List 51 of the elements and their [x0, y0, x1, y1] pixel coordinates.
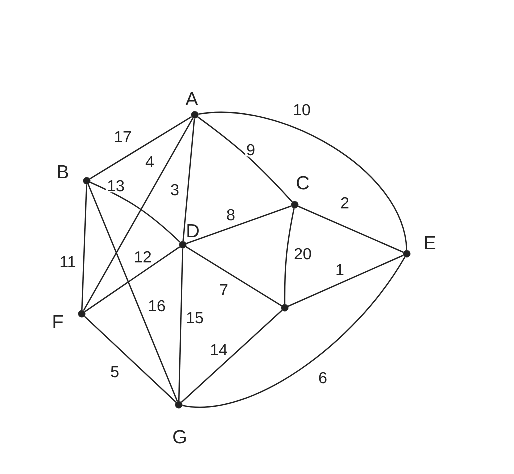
- vertex-dot: [78, 310, 86, 318]
- vertex-label: G: [174, 430, 186, 444]
- edge-label: 15: [185, 311, 205, 325]
- edge-line: [90, 182, 181, 243]
- vertex-label: B: [58, 165, 68, 179]
- edge-label: 4: [144, 156, 156, 168]
- edge-line: [84, 316, 177, 403]
- edge-label: 6: [318, 371, 328, 385]
- edge-label: 16: [147, 299, 167, 313]
- vertex-label: E: [425, 236, 436, 250]
- edge-label: 13: [106, 179, 126, 193]
- vertex-label: A: [186, 92, 198, 106]
- edge-label: 1: [334, 264, 346, 276]
- edge-line: [186, 206, 292, 244]
- vertex-dot: [281, 304, 289, 312]
- vertex-dot: [175, 401, 183, 409]
- edge-line: [288, 254, 404, 308]
- edge-line: [186, 246, 282, 307]
- vertex-dot: [179, 241, 187, 249]
- edge-line: [181, 310, 283, 403]
- edge-line: [82, 184, 88, 310]
- vertex-dot: [403, 250, 411, 258]
- vertex-label: D: [188, 224, 199, 238]
- edge-line: [178, 248, 184, 402]
- edge-line: [83, 118, 194, 312]
- edge-label: 5: [110, 365, 120, 379]
- edge-line: [198, 116, 293, 203]
- vertex-dot: [191, 111, 199, 119]
- edge-label: 17: [113, 130, 133, 144]
- edge-line: [198, 112, 408, 250]
- edge-label: 11: [58, 256, 78, 268]
- edge-line: [298, 206, 404, 254]
- edge-label: 3: [170, 183, 180, 197]
- edge-label: 14: [209, 344, 229, 356]
- edge-label: 12: [133, 250, 153, 264]
- edge-label: 10: [292, 103, 312, 117]
- edge-line: [182, 256, 406, 408]
- vertex-dot: [291, 201, 299, 209]
- edge-label: 2: [340, 196, 350, 210]
- edge-line: [88, 184, 178, 402]
- vertex-label: F: [54, 315, 64, 329]
- vertex-label: C: [297, 176, 310, 190]
- edge-label: 7: [218, 284, 230, 296]
- edge-line: [90, 116, 192, 180]
- vertex-dot: [83, 177, 91, 185]
- edge-line: [182, 118, 196, 242]
- edge-label: 9: [246, 143, 256, 157]
- edge-label: 8: [226, 208, 236, 222]
- edge-label: 20: [293, 247, 313, 261]
- edge-line: [84, 246, 180, 312]
- edge-line: [284, 208, 295, 304]
